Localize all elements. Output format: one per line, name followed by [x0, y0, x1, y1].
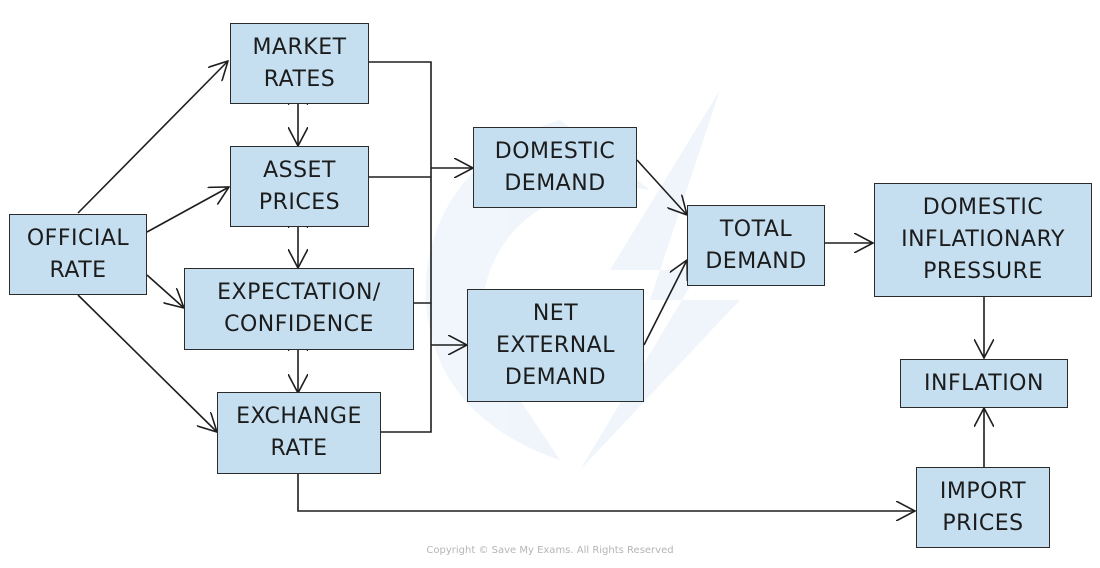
- node-inflation: INFLATION: [900, 359, 1068, 408]
- node-exchange-rate: EXCHANGE RATE: [217, 392, 381, 474]
- edge-official-to-market: [77, 61, 228, 214]
- edge-official-to-asset: [146, 187, 229, 233]
- node-market-rates: MARKET RATES: [230, 23, 369, 104]
- bus-market: [369, 61, 432, 433]
- node-domestic-inflationary-pressure: DOMESTIC INFLATIONARY PRESSURE: [874, 183, 1092, 297]
- edge-net-external-to-total: [643, 260, 687, 346]
- node-import-prices: IMPORT PRICES: [916, 467, 1050, 548]
- node-net-external-demand: NET EXTERNAL DEMAND: [467, 289, 644, 402]
- edge-official-to-expectation: [146, 274, 184, 308]
- node-total-demand: TOTAL DEMAND: [687, 205, 825, 286]
- node-expectation-confidence: EXPECTATION/ CONFIDENCE: [184, 268, 414, 350]
- node-domestic-demand: DOMESTIC DEMAND: [473, 127, 637, 208]
- edge-official-to-exchange: [77, 294, 217, 432]
- edge-exchange-to-import: [297, 474, 915, 511]
- node-asset-prices: ASSET PRICES: [230, 146, 369, 227]
- node-official-rate: OFFICIAL RATE: [9, 214, 147, 295]
- edge-domestic-to-total: [636, 159, 687, 215]
- copyright-text: Copyright © Save My Exams. All Rights Re…: [426, 545, 674, 556]
